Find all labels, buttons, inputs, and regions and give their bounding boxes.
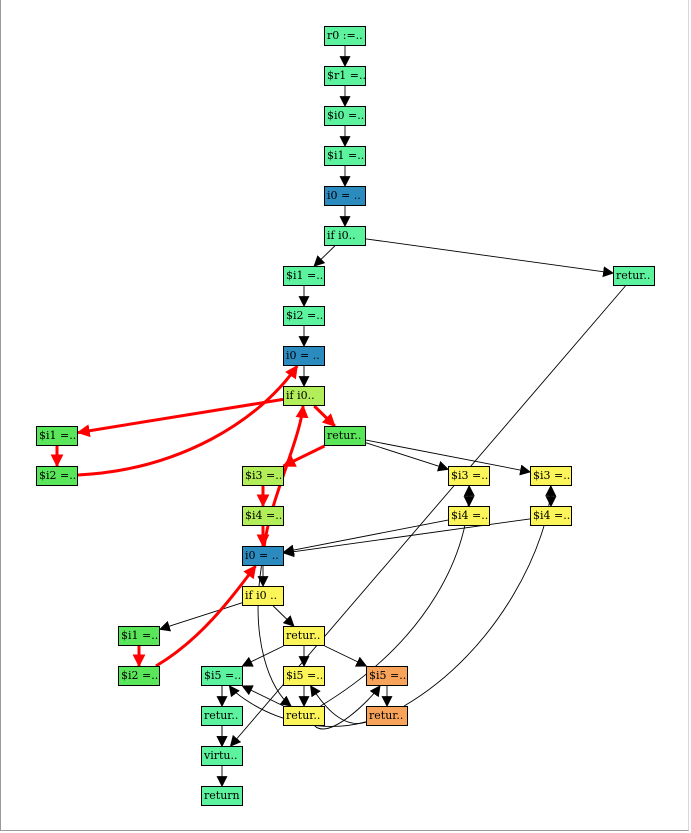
graph-node-n12[interactable]: retur.. — [324, 426, 366, 446]
graph-node-n22[interactable]: $i1 =.. — [118, 626, 160, 646]
graph-node-label: $i3 =.. — [245, 469, 283, 482]
graph-node-n11[interactable]: $i1 =.. — [36, 426, 78, 446]
graph-node-n31[interactable]: virtu.. — [201, 746, 243, 766]
graph-node-n0[interactable]: r0 :=.. — [324, 26, 366, 46]
graph-node-label: i0 = .. — [327, 189, 361, 202]
graph-node-n7[interactable]: retur.. — [613, 266, 655, 286]
graph-node-n30[interactable]: retur.. — [366, 706, 408, 726]
graph-node-label: $i1 =.. — [327, 149, 365, 162]
graph-node-label: retur.. — [369, 709, 404, 722]
edge-n12-n14 — [282, 444, 326, 468]
edge-n10-n12 — [313, 404, 336, 428]
edge-n12-n15 — [365, 442, 450, 472]
graph-node-label: $i4 =.. — [451, 509, 489, 522]
edge-n10-n11 — [76, 397, 284, 438]
graph-node-label: $i0 =.. — [327, 109, 365, 122]
edge-n20-n10 — [262, 404, 309, 547]
graph-node-n13[interactable]: $i2 =.. — [36, 466, 78, 486]
graph-node-label: $i5 =.. — [204, 669, 242, 682]
edge-n30-n25 — [228, 685, 367, 727]
edge-n19-n20 — [282, 518, 531, 558]
graph-node-n18[interactable]: $i4 =.. — [448, 506, 490, 526]
graph-node-n1[interactable]: $r1 =.. — [324, 66, 366, 86]
graph-node-n10[interactable]: if i0.. — [283, 386, 325, 406]
graph-node-label: $i4 =.. — [245, 509, 283, 522]
graph-node-n29[interactable]: retur.. — [283, 706, 325, 726]
graph-node-label: if i0 .. — [245, 589, 278, 602]
graph-node-label: $i1 =.. — [286, 269, 324, 282]
edge-n21-n23 — [272, 605, 295, 627]
graph-node-n16[interactable]: $i3 =.. — [530, 466, 572, 486]
edge-n21-n22 — [158, 602, 243, 632]
graph-node-n32[interactable]: return — [201, 786, 243, 806]
edge-n23-n25 — [241, 645, 284, 667]
graph-node-n2[interactable]: $i0 =.. — [324, 106, 366, 126]
edge-n12-n16 — [365, 439, 532, 476]
edge-n29-n25 — [241, 685, 284, 707]
graph-node-n21[interactable]: if i0 .. — [242, 586, 284, 606]
graph-node-label: r0 :=.. — [327, 29, 363, 42]
graph-node-label: $i1 =.. — [39, 429, 77, 442]
edge-n24-n20 — [155, 564, 257, 668]
graph-node-label: $r1 =.. — [327, 69, 366, 82]
graph-node-label: retur.. — [327, 429, 362, 442]
graph-node-label: retur.. — [286, 709, 321, 722]
edge-n5-n7 — [365, 238, 615, 278]
graph-node-n23[interactable]: retur.. — [283, 626, 325, 646]
graph-node-n19[interactable]: $i4 =.. — [530, 506, 572, 526]
edge-n29-n27 — [314, 685, 381, 730]
graph-node-label: $i1 =.. — [121, 629, 159, 642]
graph-node-n25[interactable]: $i5 =.. — [201, 666, 243, 686]
graph-node-n4[interactable]: i0 = .. — [324, 186, 366, 206]
graph-node-n24[interactable]: $i2 =.. — [118, 666, 160, 686]
graph-node-label: $i3 =.. — [451, 469, 489, 482]
graph-node-label: $i2 =.. — [39, 469, 77, 482]
edge-n18-n20 — [282, 519, 449, 556]
graph-node-n28[interactable]: retur.. — [201, 706, 243, 726]
graph-node-n17[interactable]: $i4 =.. — [242, 506, 284, 526]
graph-node-label: $i2 =.. — [286, 309, 324, 322]
graph-node-label: i0 = .. — [286, 349, 320, 362]
graph-node-label: virtu.. — [204, 749, 238, 762]
graph-node-n8[interactable]: $i2 =.. — [283, 306, 325, 326]
edge-n13-n9 — [77, 364, 299, 477]
graph-node-n27[interactable]: $i5 =.. — [366, 666, 408, 686]
graph-node-n20[interactable]: i0 = .. — [242, 546, 284, 566]
graph-node-label: retur.. — [204, 709, 239, 722]
graph-node-n14[interactable]: $i3 =.. — [242, 466, 284, 486]
graph-node-n26[interactable]: $i5 =.. — [283, 666, 325, 686]
graph-node-n3[interactable]: $i1 =.. — [324, 146, 366, 166]
graph-node-n6[interactable]: $i1 =.. — [283, 266, 325, 286]
graph-node-n9[interactable]: i0 = .. — [283, 346, 325, 366]
graph-node-label: retur.. — [616, 269, 651, 282]
graph-node-label: $i5 =.. — [286, 669, 324, 682]
graph-node-label: i0 = .. — [245, 549, 279, 562]
edge-n5-n6 — [313, 245, 336, 267]
graph-node-label: $i3 =.. — [533, 469, 571, 482]
graph-node-label: if i0.. — [286, 389, 315, 402]
graph-node-label: return — [204, 789, 240, 802]
graph-node-label: if i0.. — [327, 229, 356, 242]
graph-node-label: $i5 =.. — [369, 669, 407, 682]
graph-node-n15[interactable]: $i3 =.. — [448, 466, 490, 486]
edge-n23-n27 — [324, 645, 368, 667]
graph-node-label: retur.. — [286, 629, 321, 642]
graph-node-n5[interactable]: if i0.. — [324, 226, 366, 246]
graph-node-label: $i2 =.. — [121, 669, 159, 682]
graph-node-label: $i4 =.. — [533, 509, 571, 522]
